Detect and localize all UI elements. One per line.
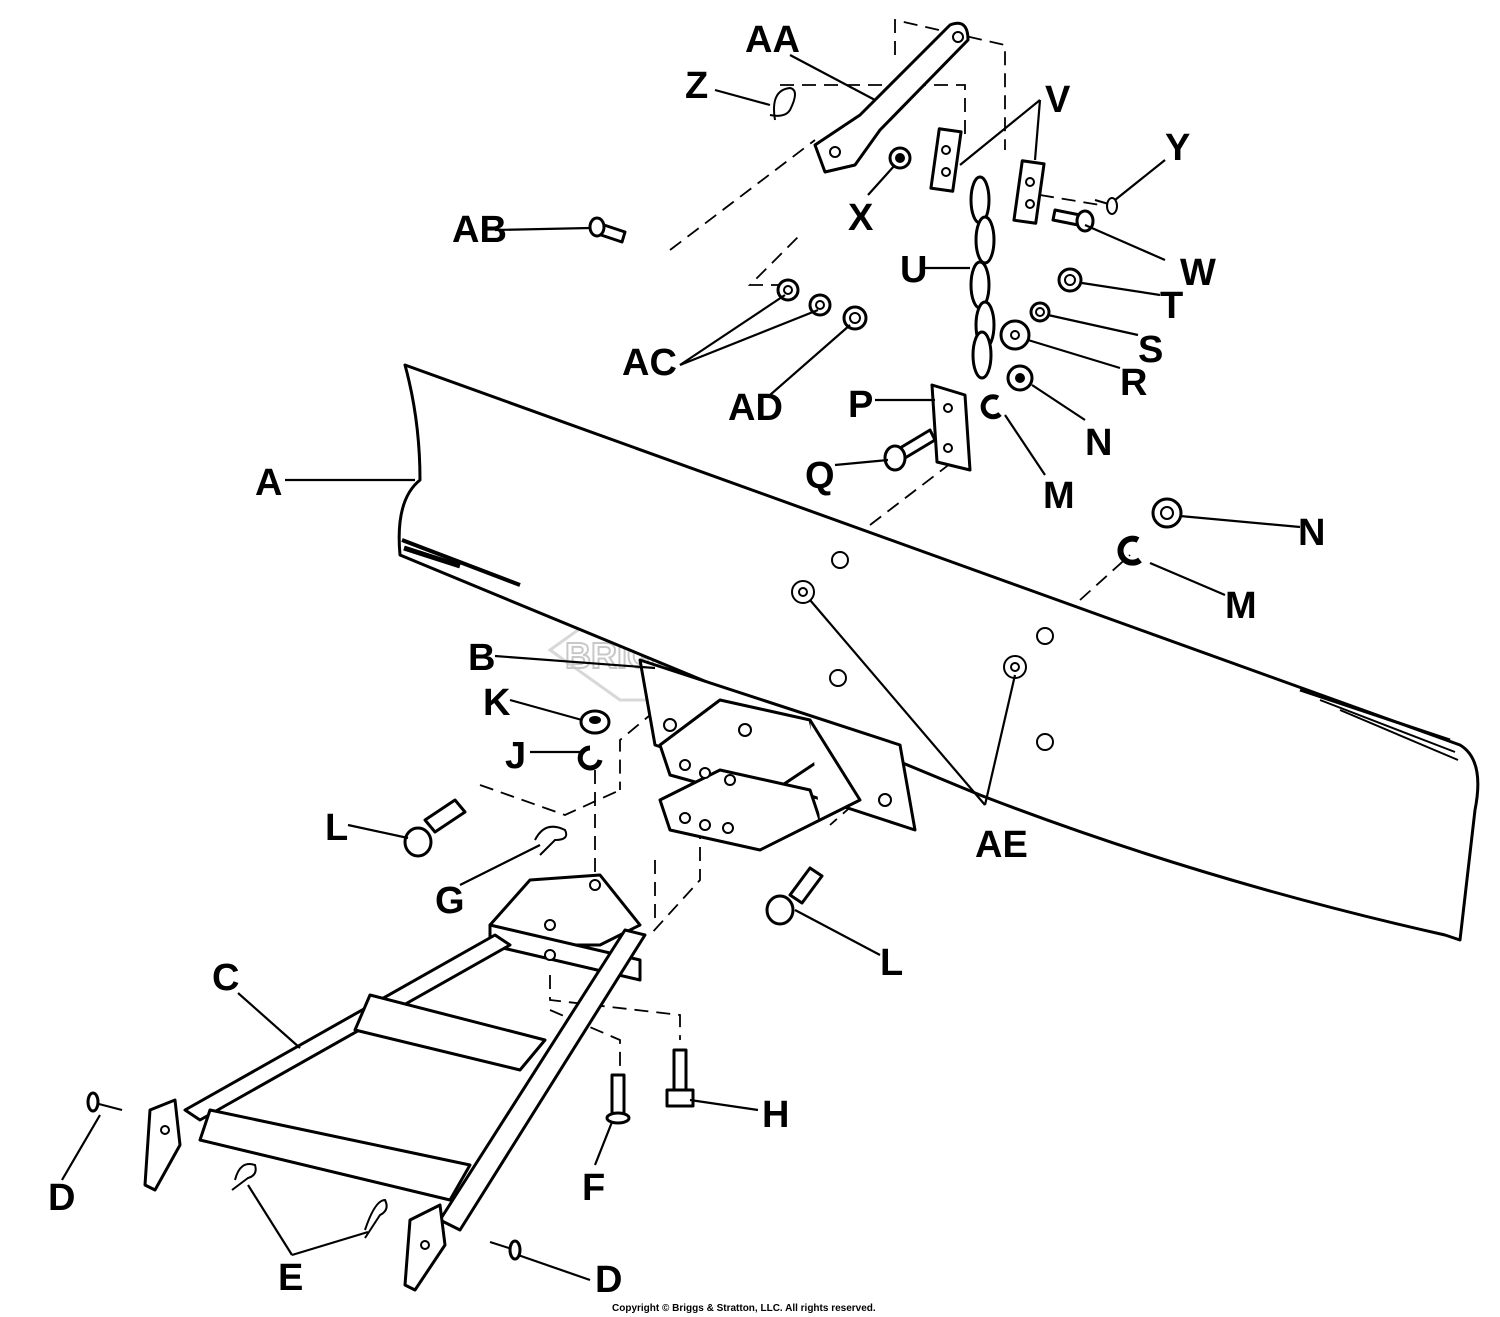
label-x: X [848,197,874,239]
label-v: V [1045,79,1071,121]
label-t: T [1160,285,1183,327]
part-m-lockwasher-lower [1117,535,1142,566]
label-k: K [483,682,511,724]
label-b: B [468,637,495,679]
part-v-plates [929,127,1046,225]
label-n-lower: N [1298,512,1325,554]
part-c-a-frame [143,873,647,1292]
label-y: Y [1165,127,1190,169]
label-m-upper: M [1043,475,1075,517]
label-p: P [848,384,873,426]
label-s: S [1138,329,1163,371]
label-l-left: L [325,807,348,849]
part-e-hairpins [231,1163,388,1239]
label-c: C [212,957,239,999]
part-p-plate [930,383,972,472]
label-n-upper: N [1085,422,1112,464]
label-f: F [582,1167,605,1209]
copyright-notice: Copyright © Briggs & Stratton, LLC. All … [612,1303,876,1314]
label-ae: AE [975,824,1028,866]
label-m-lower: M [1225,585,1257,627]
label-ab: AB [452,209,507,251]
part-k-nut [579,709,611,735]
part-b-bracket [638,658,917,852]
label-ad: AD [728,387,783,429]
part-q-bolt [883,428,937,472]
part-h-bolt [665,1048,695,1108]
callout-labels: AA Z V Y X AB W U T S AC R AD P N A Q M … [48,19,1325,1301]
part-n-nut-lower [1151,497,1183,529]
part-w-bolt [1051,208,1095,233]
part-g-hairpin [534,825,568,856]
label-a: A [255,462,282,504]
part-aa-lift-arm [813,21,970,174]
part-z-hairpin [769,86,796,121]
part-t-nut [1057,267,1083,293]
part-m-lockwasher-upper [980,394,1002,420]
part-f-pin [605,1073,631,1125]
part-ab-bolt [588,216,627,244]
part-r-washer [999,319,1031,351]
part-j-lockwasher [577,745,603,771]
label-h: H [762,1094,789,1136]
part-u-chain [969,175,996,380]
part-l-bolt-right [765,866,824,926]
leader-lines [61,54,1301,1282]
label-d-upper: D [48,1177,75,1219]
part-ae-washers [791,580,1027,679]
label-q: Q [805,455,835,497]
label-z: Z [685,65,708,107]
label-ac: AC [622,342,677,384]
label-r: R [1120,362,1147,404]
part-n-nut-upper [1006,364,1034,392]
label-w: W [1180,252,1216,294]
label-d-lower: D [595,1259,622,1301]
label-l-right: L [880,942,903,984]
label-aa: AA [745,19,800,61]
part-s-washer [1029,301,1051,323]
label-u: U [900,249,927,291]
part-y-pin [1094,197,1118,215]
label-e: E [278,1257,303,1299]
part-d-pin-upper [86,1091,123,1113]
part-ac-washers [776,278,832,317]
label-g: G [435,880,465,922]
part-d-pin-lower [489,1239,522,1261]
part-x-nut [888,146,912,170]
part-l-bolt-left [403,798,467,858]
label-j: J [505,735,526,777]
part-a-blade [397,363,1480,942]
part-ad-nut [842,305,868,331]
